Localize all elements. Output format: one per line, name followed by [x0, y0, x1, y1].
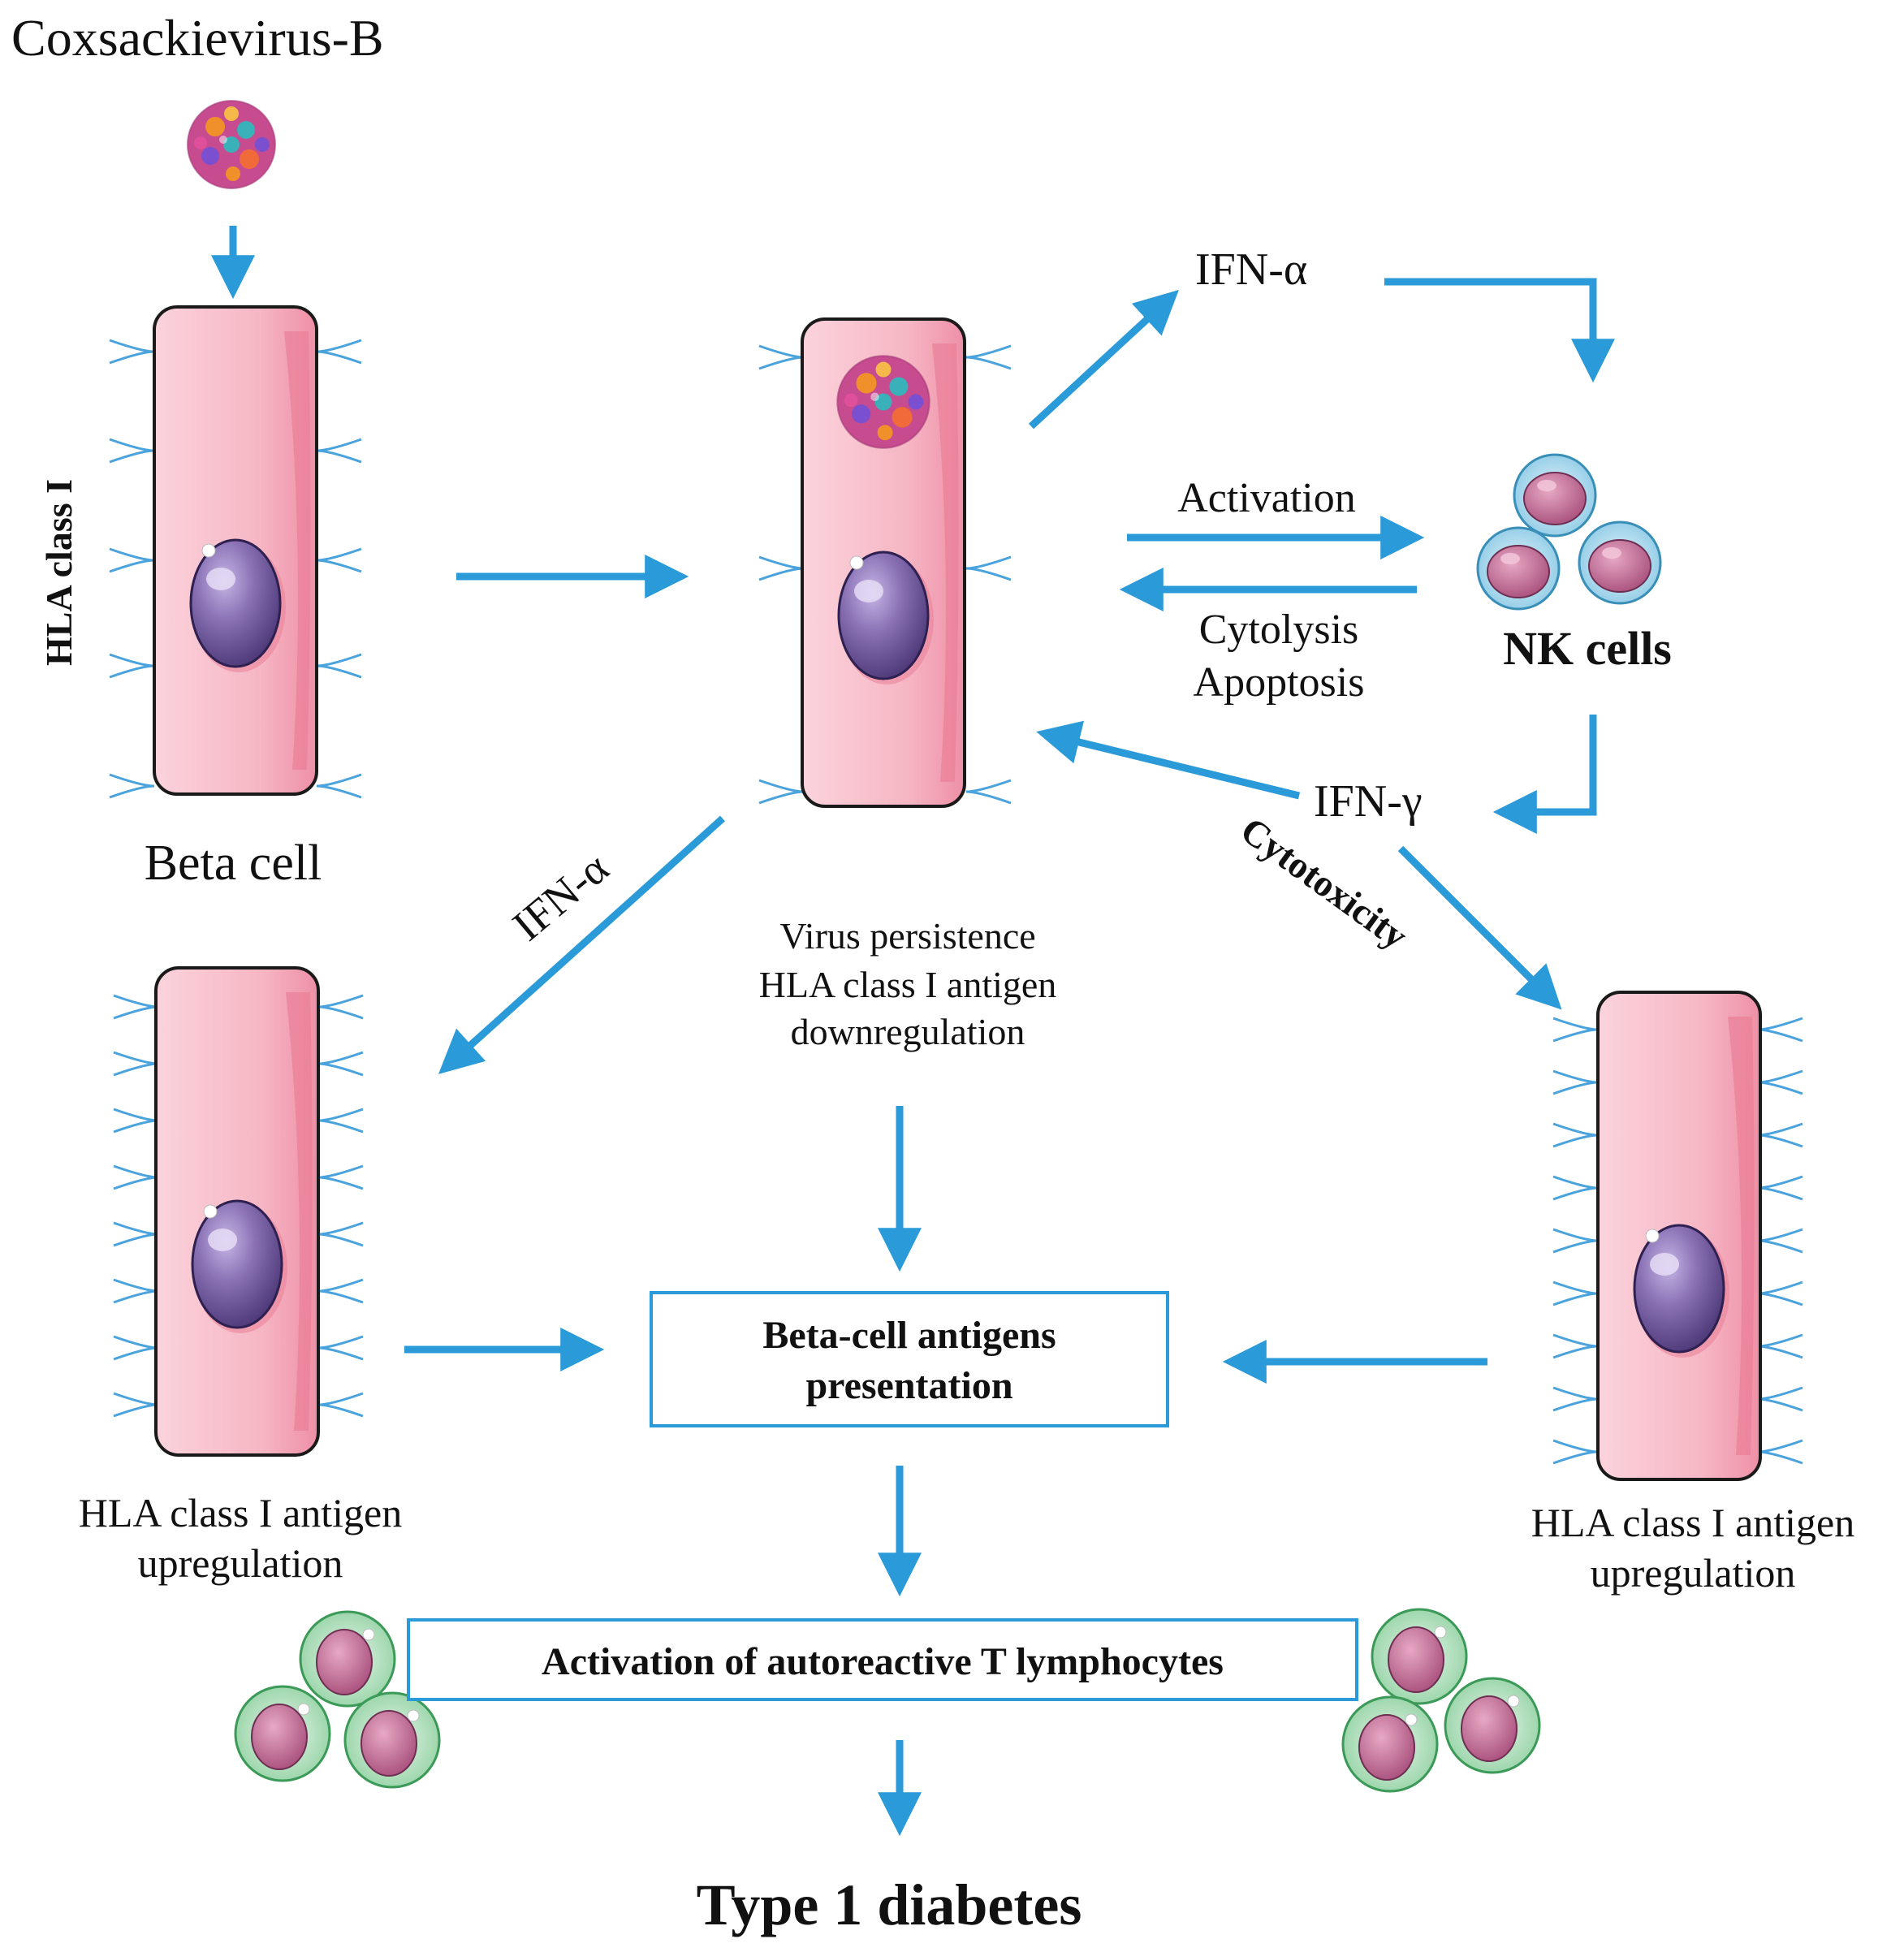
intracellular-virus-icon [836, 355, 930, 449]
antigen-box-line1: Beta-cell antigens [762, 1314, 1056, 1357]
ifn-alpha-release-arrow [1028, 290, 1179, 430]
ifn-alpha-paracrine-arrow [438, 815, 726, 1074]
beta-cell-label: Beta cell [145, 836, 322, 891]
ifn-gamma-to-cell-arrow [1036, 720, 1301, 800]
hla-antigen-label: HLA class I antigen [759, 964, 1057, 1005]
activation-label: Activation [1177, 475, 1356, 521]
upregulated-beta-cell-right-icon [1552, 991, 1804, 1481]
upregulated-beta-cell-left-icon [112, 966, 365, 1457]
nk-to-ifn-gamma-arrow [1492, 715, 1597, 834]
apoptosis-label: Apoptosis [1194, 659, 1365, 706]
beta-cell-icon [108, 305, 363, 799]
right-upregulation-line1: HLA class I antigen [1531, 1500, 1855, 1545]
hla-class-i-label: HLA class I [38, 479, 80, 666]
antigen-presentation-box: Beta-cell antigens presentation [650, 1291, 1169, 1427]
left-upregulation-line1: HLA class I antigen [79, 1490, 403, 1535]
virus-icon [187, 100, 276, 189]
ifn-gamma-label: IFN-γ [1314, 776, 1423, 827]
nk-cells-label: NK cells [1503, 622, 1672, 675]
virus-persistence-label: Virus persistence [779, 915, 1035, 957]
virus-title: Coxsackievirus-B [11, 9, 384, 67]
cytotoxicity-arrow [1397, 845, 1562, 1010]
ifn-alpha-to-nk-arrow [1384, 278, 1615, 383]
t-lymphocyte-activation-box: Activation of autoreactive T lymphocytes [407, 1618, 1358, 1701]
t-lymphocyte-icon [1341, 1608, 1541, 1793]
cytotoxicity-label: Cytotoxicity [1233, 809, 1415, 957]
right-upregulation-line2: upregulation [1591, 1550, 1796, 1596]
left-upregulation-line2: upregulation [138, 1540, 343, 1586]
nk-cell-icon [1476, 453, 1662, 611]
t-lymph-box-label: Activation of autoreactive T lymphocytes [542, 1640, 1224, 1683]
cytolysis-label: Cytolysis [1199, 607, 1359, 653]
downregulation-label: downregulation [791, 1011, 1025, 1052]
ifn-alpha-left-label: IFN-α [503, 843, 618, 950]
antigen-box-line2: presentation [805, 1364, 1012, 1407]
ifn-alpha-top-label: IFN-α [1195, 244, 1307, 295]
type-1-diabetes-label: Type 1 diabetes [697, 1872, 1082, 1937]
